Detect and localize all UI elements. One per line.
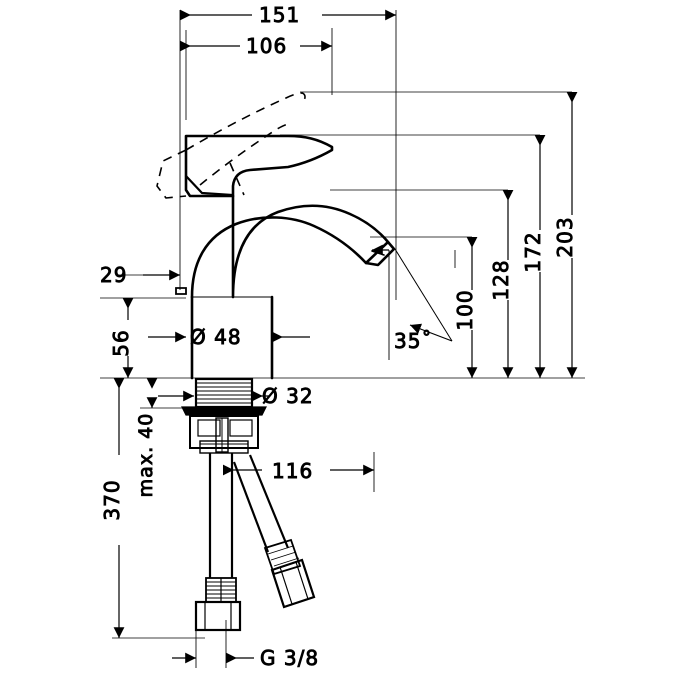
dimension-label-g38: G 3/8 [260,646,319,670]
dimension-label-106: 106 [246,34,287,58]
dimension-label-116: 116 [272,459,313,483]
threaded-shank [194,377,254,409]
dimension-label-29: 29 [100,263,127,287]
mounting-washer [181,406,267,416]
connection-nut-g38 [194,600,242,632]
faucet-outline [184,134,396,380]
connection-nut-angled [270,558,316,609]
fixing-nut-assembly [189,415,259,454]
extension-lines [100,10,585,668]
dimension-label-203: 203 [553,216,577,257]
dimension-label-diameter-48: Ø 48 [190,325,242,349]
handle-rear-nub [175,287,187,295]
dimension-label-128: 128 [489,259,513,300]
dimension-label-diameter-32: Ø 32 [262,384,314,408]
dimension-label-angle-35: 35˚ [394,329,432,353]
supply-hose-angled [232,454,290,553]
dimension-label-max-40: max. 40 [135,413,157,498]
hose-crimp-angled [263,538,302,576]
dimension-label-370: 370 [100,479,124,520]
dimension-angle-35 [372,244,453,360]
supply-hose-main [208,453,234,578]
dimension-label-100: 100 [453,289,477,330]
hose-crimp-main [205,577,237,603]
dimension-label-151: 151 [259,3,300,27]
dimension-label-172: 172 [521,231,545,272]
handle-open-ghost [156,92,306,199]
dimension-label-56: 56 [109,329,133,356]
